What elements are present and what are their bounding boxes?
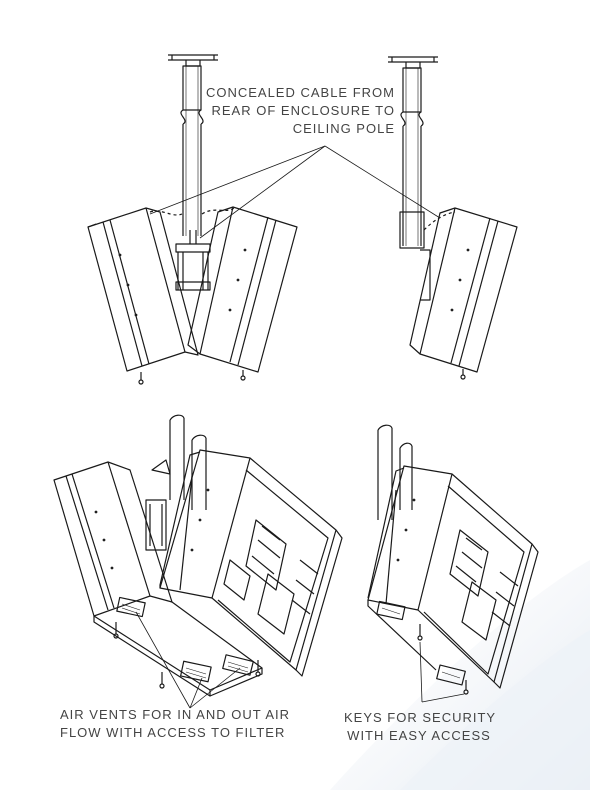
- callout-line: KEYS FOR SECURITY: [344, 710, 497, 725]
- cable-path-right: [423, 211, 456, 231]
- mount-bracket-bottom-left: [145, 459, 171, 551]
- enclosure-bottom-left-b: [159, 449, 343, 677]
- enclosure-bottom-left-a: [53, 461, 263, 697]
- mount-bracket-left: [175, 230, 211, 291]
- ceiling-mount-right: [388, 56, 438, 249]
- callout-security-keys: KEYS FOR SECURITY WITH EASY ACCESS: [344, 709, 497, 745]
- cable-path-left: [149, 207, 235, 216]
- enclosure-bottom-right: [367, 465, 539, 695]
- callout-line: REAR OF ENCLOSURE TO: [211, 103, 395, 118]
- callout-concealed-cable: CONCEALED CABLE FROM REAR OF ENCLOSURE T…: [200, 84, 395, 138]
- cable-leader-lines: [149, 145, 441, 239]
- keys-leader-lines: [419, 641, 465, 703]
- callout-line: CONCEALED CABLE FROM: [205, 85, 395, 100]
- enclosure-top-left-a: [87, 207, 199, 385]
- ceiling-mount-left: [168, 54, 218, 236]
- callout-line: AIR VENTS FOR IN AND OUT AIR: [60, 707, 291, 722]
- callout-line: CEILING POLE: [292, 121, 395, 136]
- background-swoosh-2: [400, 630, 590, 790]
- enclosure-top-right: [409, 207, 518, 380]
- callout-line: FLOW WITH ACCESS TO FILTER: [60, 725, 286, 740]
- enclosure-top-left-b: [187, 206, 298, 381]
- callout-line: WITH EASY ACCESS: [347, 728, 491, 743]
- callout-air-vents: AIR VENTS FOR IN AND OUT AIR FLOW WITH A…: [60, 706, 290, 742]
- pole-bottom-left: [169, 414, 207, 510]
- vents-leader-lines: [135, 611, 241, 709]
